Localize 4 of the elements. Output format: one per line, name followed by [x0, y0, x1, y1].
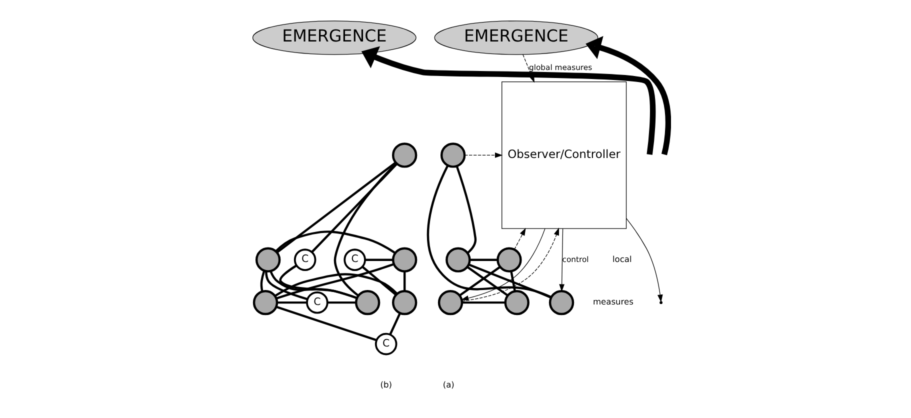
label: (a): [442, 380, 454, 390]
label: local: [612, 254, 632, 264]
label: measures: [592, 296, 634, 307]
label: (b): [380, 380, 392, 390]
